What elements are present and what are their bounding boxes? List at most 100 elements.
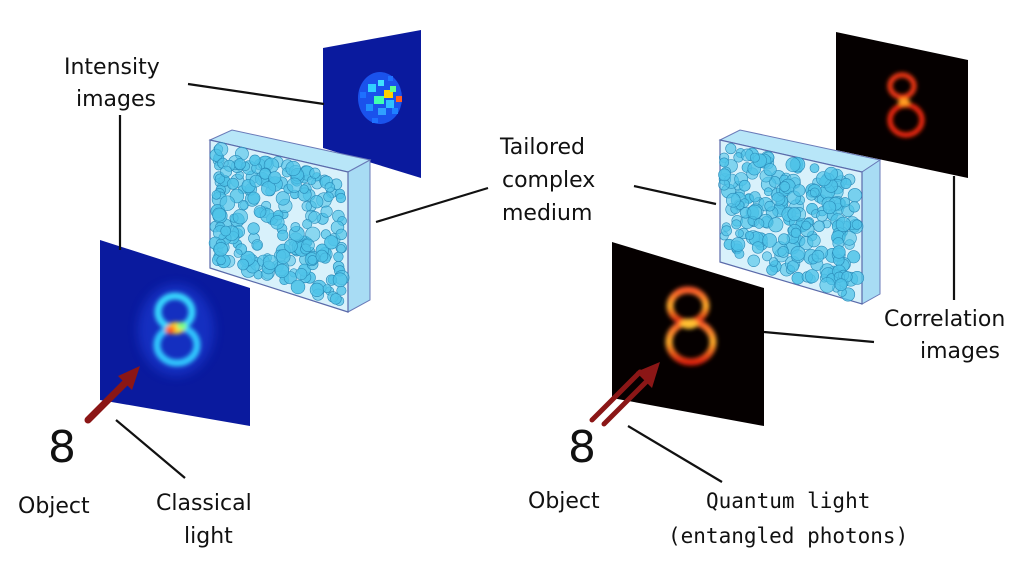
scattering-particle: [848, 201, 860, 213]
scattering-particle: [762, 251, 772, 262]
scattering-particle: [725, 143, 737, 155]
scattering-particle: [801, 220, 811, 231]
complex-medium-right: [718, 129, 882, 305]
scattering-particle: [249, 154, 261, 166]
label-object-left: Object: [18, 494, 90, 519]
scattering-particle: [753, 218, 765, 229]
object-symbol-left: 8: [48, 422, 76, 473]
classical-light-arrow: [84, 366, 140, 424]
scattering-particle: [762, 233, 777, 248]
scattering-particle: [824, 166, 839, 181]
scattering-particle: [249, 174, 263, 188]
scattering-particle: [787, 207, 802, 221]
scattering-particle: [816, 210, 828, 222]
scattering-particle: [834, 278, 848, 292]
scattering-particle: [290, 279, 306, 295]
scattering-particle: [310, 195, 324, 209]
scattering-particle: [777, 246, 790, 258]
scattering-particle: [751, 241, 765, 254]
complex-medium-left: [208, 129, 372, 313]
scattering-particle: [730, 237, 746, 252]
scattering-particle: [735, 229, 744, 238]
scattering-particle: [315, 249, 329, 263]
scattering-particle: [731, 219, 742, 230]
scattering-particle: [270, 215, 285, 230]
scattering-particle: [335, 192, 347, 204]
scattering-particle: [299, 184, 309, 194]
label-intensity-1: Intensity: [64, 55, 160, 80]
correlation-image-top: [836, 32, 968, 178]
leader-intensity-top: [187, 82, 325, 106]
scattering-particle: [301, 201, 312, 212]
scattering-particle: [286, 177, 302, 193]
scattering-particle: [790, 227, 802, 238]
scattering-particle: [247, 222, 260, 235]
scattering-particle: [216, 255, 226, 266]
scattering-particle: [308, 211, 321, 224]
scattering-particle: [841, 271, 853, 283]
scattering-particle: [320, 205, 333, 218]
scattering-particle: [301, 238, 315, 253]
scattering-particle: [268, 171, 282, 184]
scattering-particle: [219, 195, 236, 211]
scattering-particle: [851, 219, 863, 230]
scattering-particle: [324, 182, 335, 193]
scattering-particle: [234, 158, 246, 170]
label-medium-2: complex: [502, 168, 595, 193]
scattering-particle: [335, 228, 347, 241]
scattering-particle: [811, 249, 825, 263]
scattering-particle: [747, 204, 763, 220]
speckle-pattern: [358, 72, 402, 124]
label-classical-2: light: [184, 524, 233, 549]
label-quantum-2: (entangled photons): [668, 524, 908, 548]
scattering-particle: [763, 187, 773, 196]
scattering-particle: [725, 192, 741, 208]
scattering-particle: [779, 181, 790, 192]
scattering-particle: [771, 192, 786, 206]
scattering-particle: [285, 160, 301, 177]
label-correlation-2: images: [920, 339, 1000, 364]
scattering-particle: [719, 157, 729, 168]
leader-correlation-panel: [763, 330, 875, 344]
scattering-particles-right: [718, 143, 865, 302]
scattering-particle: [251, 239, 263, 251]
scattering-particle: [295, 267, 308, 280]
label-classical-1: Classical: [156, 491, 252, 516]
leader-medium-right: [633, 184, 717, 206]
scattering-particle: [809, 163, 820, 173]
label-medium-1: Tailored: [499, 135, 585, 160]
scattering-particle: [832, 245, 846, 259]
object-symbol-right: 8: [568, 422, 596, 473]
scattering-particle: [237, 258, 249, 271]
scattering-particle: [220, 165, 232, 178]
label-object-right: Object: [528, 489, 600, 514]
scattering-particle: [718, 168, 731, 182]
quantum-image-panel-face: [612, 242, 764, 426]
label-intensity-2: images: [76, 87, 156, 112]
scattering-particle: [261, 181, 277, 197]
scattering-particles-left: [208, 142, 350, 306]
digit-eight-intensity: [153, 292, 201, 367]
scattering-particle: [233, 248, 243, 258]
classical-image-panel: [100, 240, 250, 426]
scattering-particle: [275, 249, 291, 264]
scattering-particle: [840, 178, 852, 190]
scattering-particle: [847, 250, 861, 264]
scattering-particle: [332, 272, 348, 288]
scattering-particle: [835, 216, 852, 232]
scattering-particle: [274, 263, 290, 279]
quantum-image-panel: [612, 242, 764, 426]
scattering-particle: [790, 245, 806, 261]
scattering-particle: [841, 230, 857, 246]
scattering-particle: [262, 254, 279, 270]
scattering-particle: [764, 200, 776, 212]
scattering-particle: [214, 142, 229, 157]
scattering-particle: [232, 209, 248, 225]
label-correlation-1: Correlation: [884, 307, 1005, 332]
scattering-particle: [822, 200, 837, 215]
intensity-image-top: [323, 30, 421, 178]
scattering-particle: [809, 187, 820, 198]
scattering-particle: [785, 157, 801, 173]
scattering-particle: [786, 260, 799, 273]
